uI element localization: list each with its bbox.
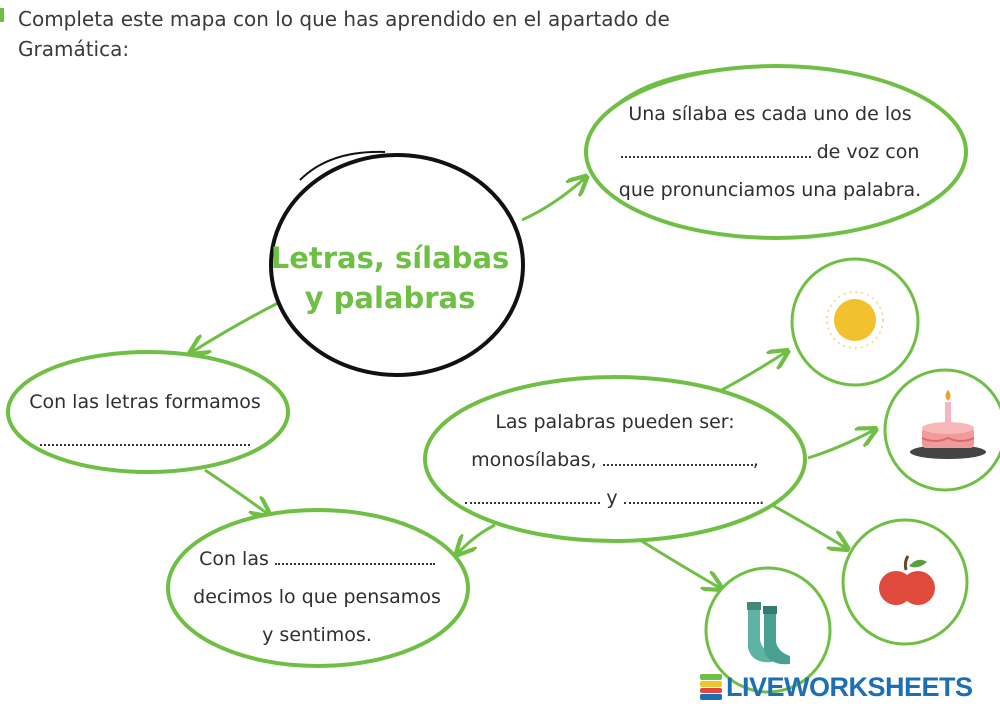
instructions-text: Completa este mapa con lo que has aprend… <box>18 7 670 61</box>
letters-blank-input[interactable] <box>40 426 250 446</box>
apple-icon <box>879 555 935 605</box>
sun-icon <box>826 291 884 349</box>
words-line1-text: Con las <box>199 548 269 570</box>
types-blank-input-1[interactable] <box>602 446 753 466</box>
words-blank-input[interactable] <box>274 545 435 565</box>
types-node-shape <box>423 375 807 543</box>
arrow-center-to-letters <box>192 301 279 352</box>
center-title: Letras, sílabas y palabras <box>270 238 510 318</box>
arrow-letters-to-words <box>204 468 268 514</box>
brand-text: LIVEWORKSHEETS <box>726 671 973 702</box>
arrow-types-to-sun <box>717 352 786 394</box>
types-line2-comma: , <box>752 449 759 471</box>
syllable-blank-input[interactable] <box>620 138 811 158</box>
words-node: Con las decimos lo que pensamos y sentim… <box>172 540 462 654</box>
syllable-line2-text: de voz con <box>816 141 920 163</box>
types-line2: monosílabas, , <box>455 441 775 479</box>
center-circle <box>269 153 525 377</box>
syllable-node-shape <box>584 64 968 240</box>
letters-node-shape <box>6 350 290 474</box>
center-title-line1: Letras, sílabas <box>270 241 510 275</box>
cake-icon <box>910 390 986 459</box>
syllable-node: Una sílaba es cada uno de los de voz con… <box>610 95 930 209</box>
types-line1: Las palabras pueden ser: <box>495 411 735 433</box>
instruction-marker <box>0 8 4 22</box>
arrow-types-to-words <box>458 523 496 553</box>
words-line3: y sentimos. <box>262 624 372 646</box>
types-blank-input-3[interactable] <box>623 484 759 504</box>
types-line3-connector: y <box>606 487 618 509</box>
types-node: Las palabras pueden ser: monosílabas, , … <box>455 403 775 517</box>
syllable-line2: de voz con <box>610 133 930 171</box>
types-blank-input-2[interactable] <box>465 484 601 504</box>
brand-icon <box>700 674 722 700</box>
types-line2-text: monosílabas, <box>471 449 597 471</box>
words-line1: Con las <box>172 540 462 578</box>
syllable-line1: Una sílaba es cada uno de los <box>628 103 912 125</box>
arrow-types-to-socks <box>639 538 720 588</box>
syllable-line3: que pronunciamos una palabra. <box>618 179 922 201</box>
letters-line2 <box>10 421 280 459</box>
words-node-shape <box>166 508 470 668</box>
types-line3-end: . <box>758 487 765 509</box>
socks-icon <box>747 602 790 665</box>
letters-node: Con las letras formamos <box>10 383 280 459</box>
arrow-center-to-syllable <box>521 178 585 222</box>
arrow-types-to-cake <box>807 430 874 460</box>
words-line2: decimos lo que pensamos <box>193 586 441 608</box>
letters-line1: Con las letras formamos <box>29 391 261 413</box>
center-title-line2: y palabras <box>304 281 476 315</box>
types-line3: y . <box>455 479 775 517</box>
arrow-types-to-apple <box>771 503 846 548</box>
brand-logo: LIVEWORKSHEETS <box>700 672 973 702</box>
